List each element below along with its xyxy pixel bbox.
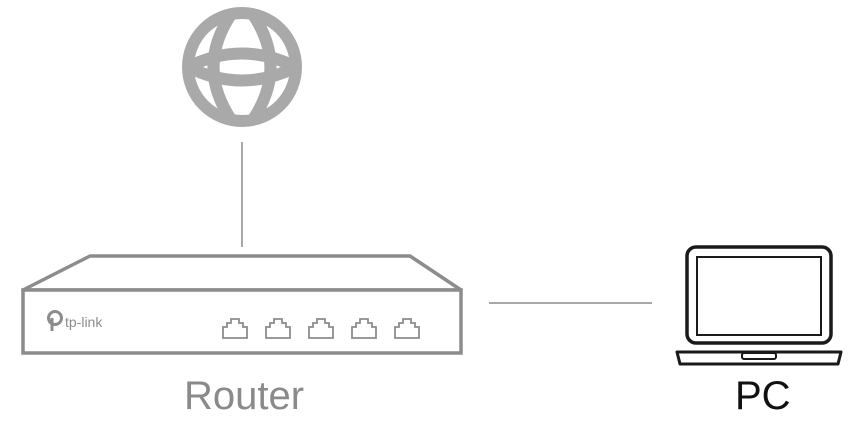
laptop-icon (675, 245, 843, 366)
router-brand: tp-link (65, 314, 103, 330)
laptop-screen (696, 256, 822, 336)
ethernet-port-icon (351, 318, 377, 339)
router-ports (222, 318, 420, 339)
tp-link-logo-icon: tp-link (47, 310, 103, 331)
laptop-base (675, 350, 843, 366)
ethernet-port-icon (394, 318, 420, 339)
router-front-panel (21, 288, 463, 355)
laptop-touchpad (741, 352, 777, 360)
globe-icon (182, 7, 302, 127)
ethernet-port-icon (308, 318, 334, 339)
router-icon: tp-link (21, 254, 463, 355)
ethernet-port-icon (265, 318, 291, 339)
ethernet-port-icon (222, 318, 248, 339)
pc-label: PC (735, 374, 791, 418)
router-label: Router (184, 374, 305, 418)
router-top-panel (21, 254, 463, 292)
laptop-lid (685, 245, 833, 345)
